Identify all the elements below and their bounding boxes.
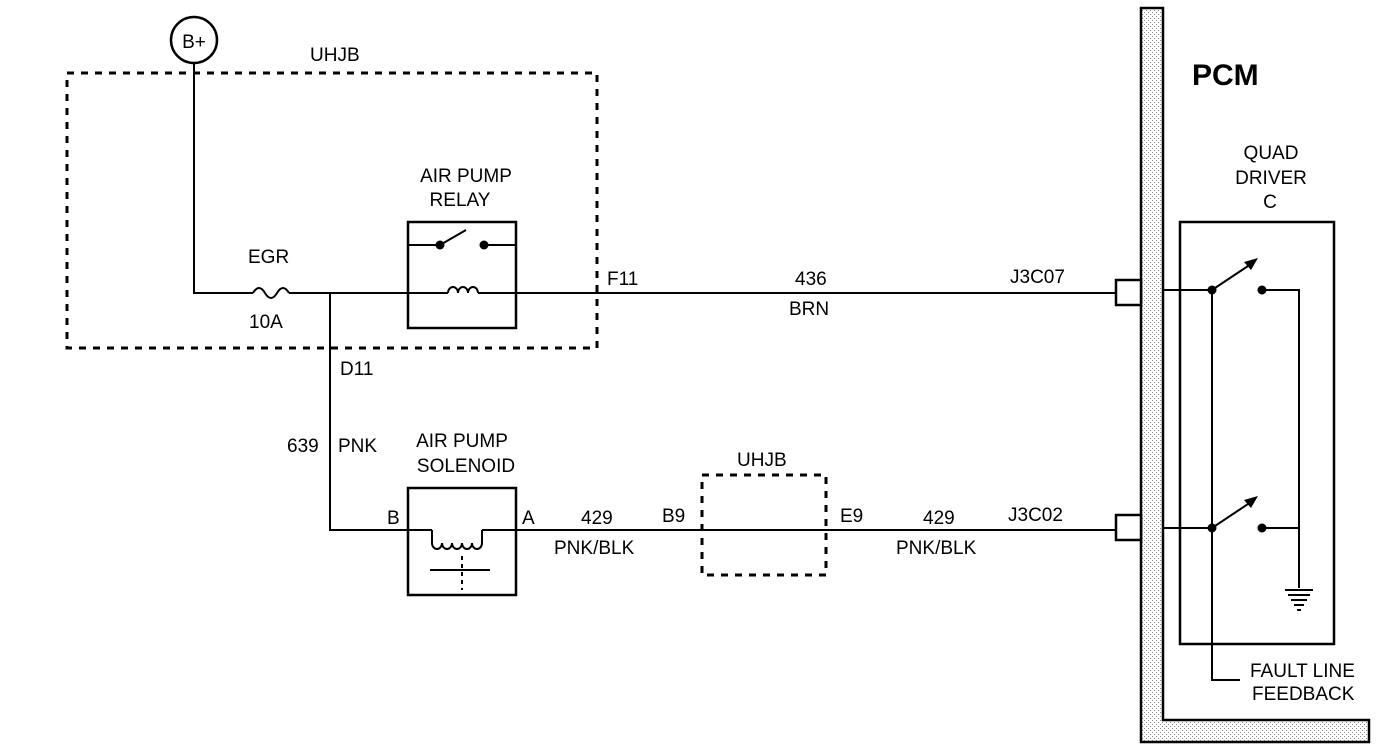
egr-fuse bbox=[252, 287, 290, 299]
fault-label-line2: FEEDBACK bbox=[1252, 684, 1355, 705]
junction-block-small-outline bbox=[700, 473, 828, 577]
junction-block-small-label: UHJB bbox=[737, 450, 787, 471]
driver-label-line3: C bbox=[1263, 192, 1277, 213]
relay-label-line1: AIR PUMP bbox=[420, 166, 512, 187]
quad-driver-box bbox=[1178, 220, 1336, 646]
junction-block-outline bbox=[65, 71, 599, 350]
supply-wire bbox=[193, 63, 253, 294]
connector-j3c07: J3C07 bbox=[1010, 267, 1065, 288]
connector-f11: F11 bbox=[607, 269, 638, 290]
connector-e9: E9 bbox=[840, 506, 863, 527]
fuse-rating: 10A bbox=[249, 312, 283, 333]
battery-supply-symbol: B+ bbox=[169, 15, 219, 65]
connector-j3c02-pin bbox=[1114, 513, 1143, 542]
driver-switch-2 bbox=[1163, 496, 1299, 533]
wire-436-color: BRN bbox=[789, 299, 829, 320]
driver-label-line1: QUAD bbox=[1244, 143, 1299, 164]
fault-label-line1: FAULT LINE bbox=[1250, 661, 1355, 682]
driver-switch-1 bbox=[1163, 258, 1300, 588]
wire-429b-color: PNK/BLK bbox=[896, 538, 977, 559]
ground-icon bbox=[1285, 589, 1313, 611]
air-pump-relay bbox=[406, 220, 518, 330]
fuse-name: EGR bbox=[248, 247, 289, 268]
wire-429a-circuit: 429 bbox=[581, 508, 613, 529]
wire-429a-color: PNK/BLK bbox=[554, 538, 635, 559]
solenoid-label-line1: AIR PUMP bbox=[416, 431, 508, 452]
pcm-label: PCM bbox=[1192, 59, 1259, 92]
connector-d11: D11 bbox=[340, 359, 373, 380]
wire-436-circuit: 436 bbox=[795, 269, 827, 290]
connector-j3c07-pin bbox=[1114, 278, 1143, 307]
wire-639-circuit: 639 bbox=[287, 436, 319, 457]
relay-label-line2: RELAY bbox=[430, 190, 491, 211]
solenoid-pin-b: B bbox=[387, 508, 400, 529]
pcm-housing bbox=[1139, 6, 1371, 744]
air-pump-solenoid bbox=[406, 486, 518, 597]
solenoid-label-line2: SOLENOID bbox=[417, 456, 515, 477]
supply-label: B+ bbox=[182, 32, 206, 53]
wire-429b-circuit: 429 bbox=[923, 508, 955, 529]
relay-feed-wire bbox=[329, 293, 410, 531]
junction-block-label: UHJB bbox=[310, 45, 360, 66]
fault-feedback-wire bbox=[1211, 290, 1240, 681]
solenoid-pin-a: A bbox=[522, 508, 535, 529]
connector-j3c02: J3C02 bbox=[1008, 505, 1063, 526]
connector-b9: B9 bbox=[662, 506, 685, 527]
driver-label-line2: DRIVER bbox=[1235, 168, 1307, 189]
wire-639-color: PNK bbox=[338, 436, 377, 457]
